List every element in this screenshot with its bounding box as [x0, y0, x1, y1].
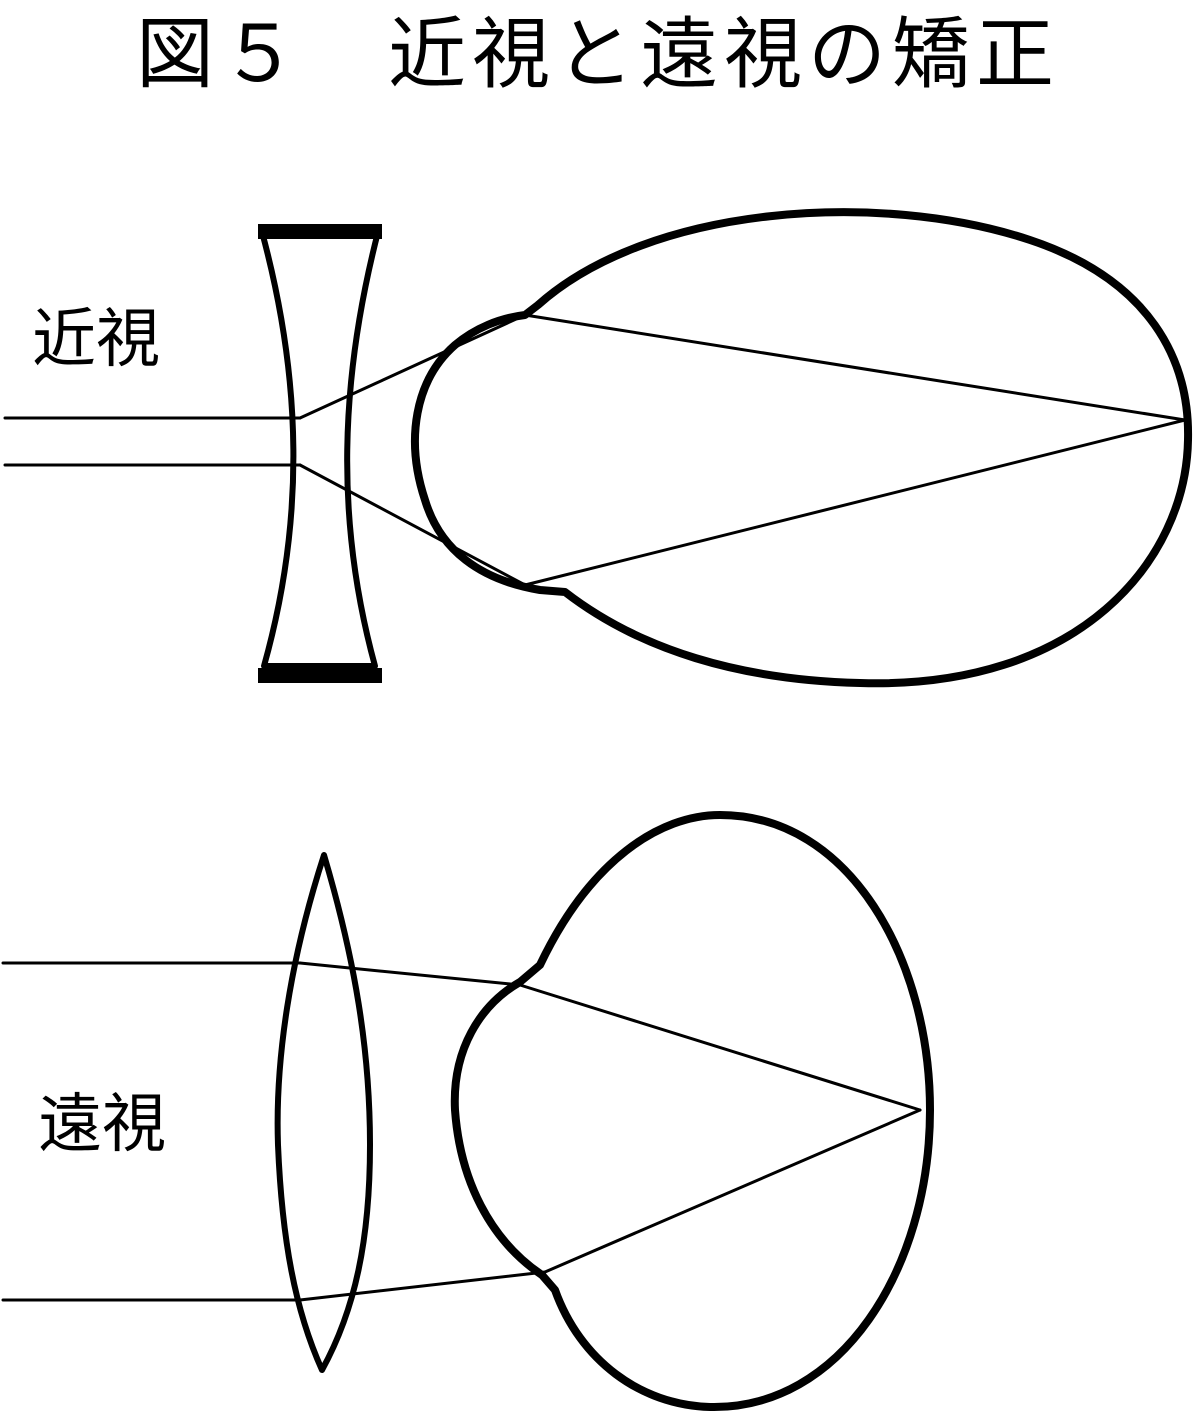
myopia-eyeball — [411, 208, 1193, 688]
myopia-ray-refracted-lower — [523, 418, 1187, 587]
figure-title: 図５ 近視と遠視の矯正 — [135, 10, 1060, 100]
hyperopia-ray-converging-upper — [298, 961, 522, 987]
myopia-diagram — [3, 208, 1193, 688]
hyperopia-ray-converging-lower — [298, 1270, 547, 1302]
myopia-lens-bottom-frame — [258, 668, 382, 683]
myopia-lens-top-frame — [258, 224, 382, 239]
hyperopia-label: 遠視 — [38, 1088, 166, 1162]
myopia-concave-lens — [259, 229, 381, 669]
myopia-ray-refracted-upper — [523, 313, 1187, 422]
hyperopia-eyeball — [450, 811, 934, 1412]
hyperopia-convex-lens — [274, 852, 373, 1373]
myopia-label: 近視 — [32, 303, 160, 377]
myopia-ray-diverging-upper — [298, 313, 527, 420]
hyperopia-diagram — [1, 811, 934, 1412]
hyperopia-ray-refracted-lower — [543, 1108, 922, 1274]
hyperopia-ray-refracted-upper — [518, 983, 922, 1112]
myopia-ray-diverging-lower — [298, 463, 527, 587]
